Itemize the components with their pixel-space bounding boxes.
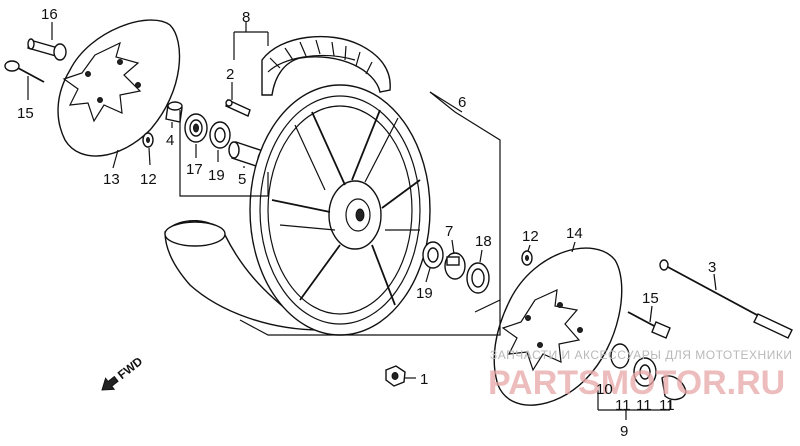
bearing-19-right — [422, 241, 444, 269]
callout-3: 3 — [708, 259, 716, 276]
washer-12-right — [521, 250, 533, 266]
callout-11-c: 11 — [659, 397, 675, 414]
axle-pinch-bolt-15-right — [627, 311, 671, 339]
callout-4: 4 — [166, 132, 174, 149]
callout-19-left: 19 — [208, 167, 225, 184]
bearing-17 — [184, 113, 208, 143]
callout-19-right: 19 — [416, 285, 433, 302]
axle-pinch-bolt-15-left — [4, 60, 45, 83]
callout-1: 1 — [420, 371, 428, 388]
speedometer-gear-parts — [610, 343, 687, 401]
oil-seal-18 — [466, 262, 490, 294]
callout-12-left: 12 — [140, 171, 157, 188]
right-brake-disc — [493, 247, 623, 406]
washer-12-left — [142, 132, 154, 148]
callout-15-left: 15 — [17, 105, 34, 122]
callout-11-b: 11 — [636, 397, 652, 414]
callout-18: 18 — [475, 233, 492, 250]
callout-13: 13 — [103, 171, 120, 188]
callout-5: 5 — [238, 171, 246, 188]
callout-numbers: 16 15 13 12 8 2 4 17 19 5 6 7 18 19 12 1… — [17, 6, 716, 440]
retainer-7 — [444, 252, 466, 280]
tire-8 — [261, 35, 391, 96]
callout-10: 10 — [596, 381, 613, 398]
bearing-19-left — [209, 121, 231, 149]
callout-7: 7 — [445, 223, 453, 240]
wheel-rim-6 — [249, 84, 431, 336]
callout-15-right: 15 — [642, 290, 659, 307]
watermark-brand: PARTSMOTOR.RU — [488, 364, 785, 402]
fwd-label: FWD — [115, 354, 145, 382]
disc-bolt-16 — [27, 38, 67, 61]
callout-14: 14 — [566, 225, 583, 242]
callout-2: 2 — [226, 66, 234, 83]
left-brake-disc — [57, 19, 181, 157]
valve-stem-2 — [225, 99, 251, 117]
callout-17: 17 — [186, 161, 203, 178]
callout-11-a: 11 — [615, 397, 631, 414]
callout-16: 16 — [41, 6, 58, 23]
callout-9: 9 — [620, 423, 628, 440]
front-axle-3 — [659, 259, 793, 339]
watermark-tagline: ЗАПЧАСТИ И АКСЕССУАРЫ ДЛЯ МОТОТЕХНИКИ — [490, 348, 792, 362]
axle-nut-1 — [385, 365, 406, 387]
callout-12-right: 12 — [522, 228, 539, 245]
callout-8: 8 — [242, 9, 250, 26]
leader-lines — [27, 22, 717, 420]
callout-6: 6 — [458, 94, 466, 111]
fwd-direction-indicator: FWD — [101, 354, 145, 391]
